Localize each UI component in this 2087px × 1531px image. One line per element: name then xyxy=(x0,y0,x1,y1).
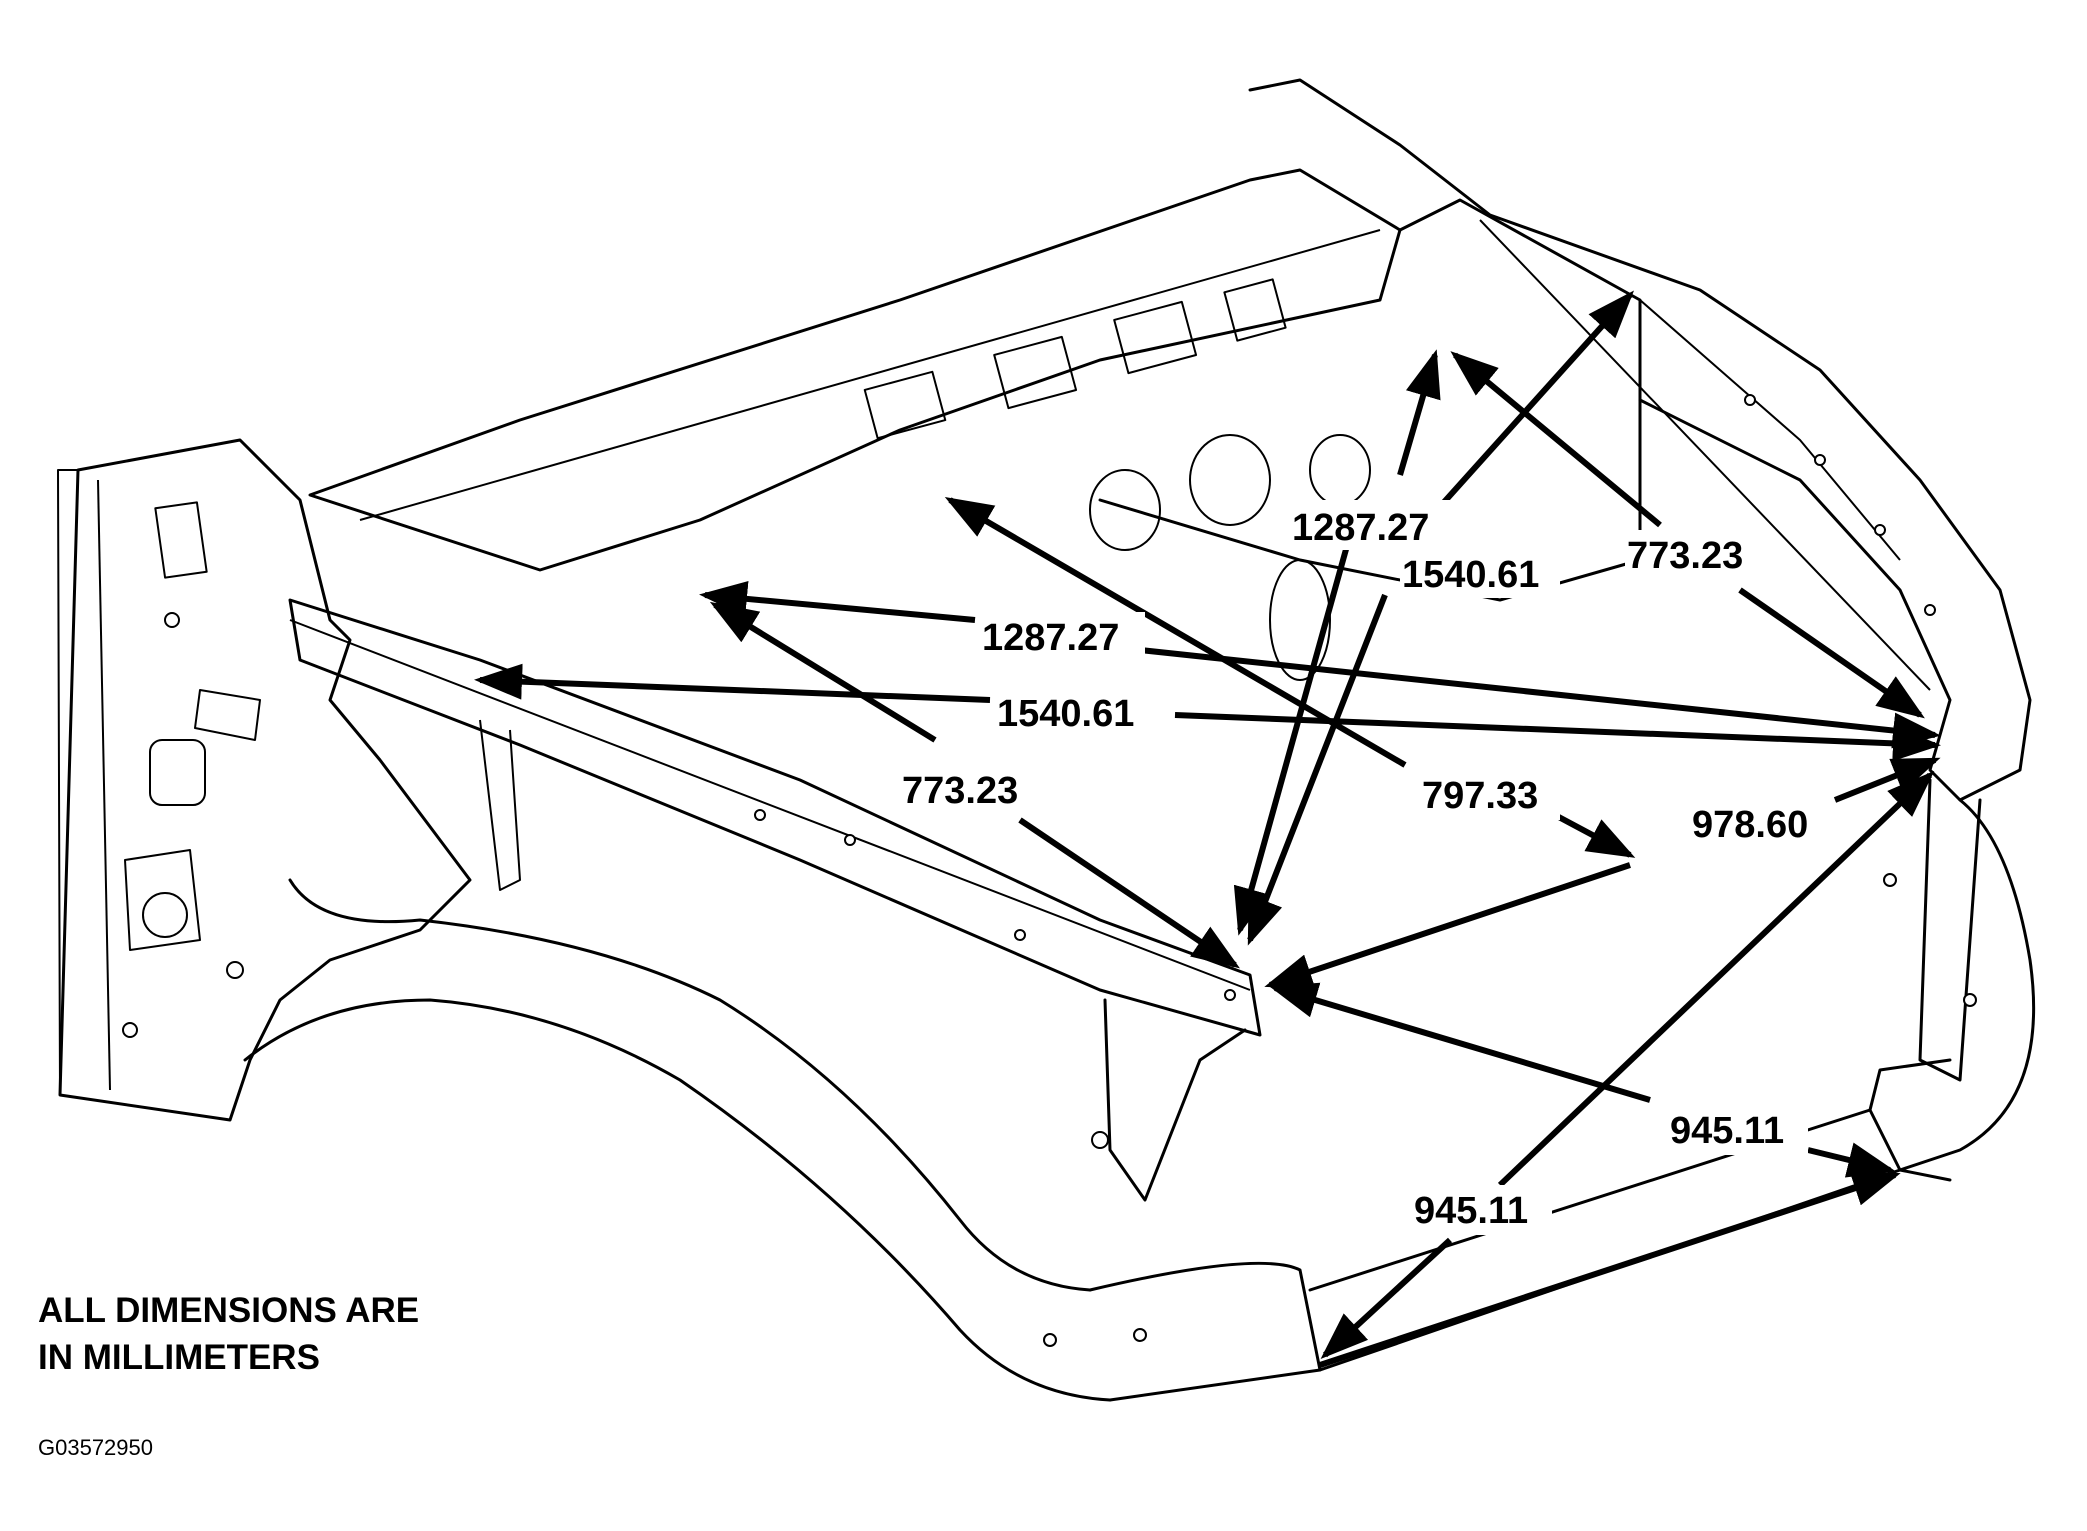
dim-arrow-945-11-upper xyxy=(1269,982,1651,1103)
dim-arrow-1540-61-left-right xyxy=(1174,712,1941,762)
dim-arrow-978-60 xyxy=(1264,862,1631,989)
dim-arrow-797-33-low xyxy=(1553,812,1636,858)
dim-arrow-773-23-left-low xyxy=(1018,817,1240,969)
dim-label-1287-27-left: 1287.27 xyxy=(982,617,1119,659)
units-note-line-2: IN MILLIMETERS xyxy=(38,1338,320,1377)
dim-arrow-773-23-right xyxy=(1450,351,1662,528)
vehicle-front-structure xyxy=(57,78,2036,1402)
dim-arrow-797-33 xyxy=(944,496,1407,768)
dim-label-1287-27-right: 1287.27 xyxy=(1292,507,1429,549)
dim-arrow-978-60-right xyxy=(1833,757,1941,803)
dim-arrow-1287-27-right xyxy=(1397,349,1441,476)
dim-arrow-945-11-upper-right xyxy=(1807,1142,1896,1178)
dim-line-945-11-bumper xyxy=(1319,1171,1901,1368)
dim-arrow-945-11-lower xyxy=(1497,770,1935,1188)
dim-arrow-1540-61-right xyxy=(1407,290,1635,543)
figure-id: G03572950 xyxy=(38,1435,153,1460)
dimension-labels: 1287.27 1540.61 773.23 1287.27 1540.61 7… xyxy=(900,500,1830,1235)
dim-arrow-1287-27-left xyxy=(699,580,976,623)
units-note-line-1: ALL DIMENSIONS ARE xyxy=(38,1291,420,1330)
dim-label-773-23-left: 773.23 xyxy=(902,770,1018,812)
dim-label-773-23-right: 773.23 xyxy=(1627,535,1743,577)
dim-arrow-1287-27-right-low xyxy=(1233,534,1353,936)
dim-arrow-773-23-right-low xyxy=(1738,587,1925,719)
dimension-arrows xyxy=(474,290,1941,1368)
dim-label-945-11-upper: 945.11 xyxy=(1670,1110,1784,1152)
dim-label-1540-61-left: 1540.61 xyxy=(997,693,1134,735)
dim-arrow-1540-61-right-low xyxy=(1247,593,1388,946)
dim-arrow-773-23-left xyxy=(709,601,937,743)
dim-arrow-1540-61-left xyxy=(474,663,991,703)
dim-label-797-33: 797.33 xyxy=(1422,775,1538,817)
dim-label-1540-61-right: 1540.61 xyxy=(1402,554,1539,596)
dim-arrow-1287-27-left-right xyxy=(1139,647,1941,749)
dim-arrow-945-11-lower-left xyxy=(1320,1237,1453,1360)
dim-label-945-11-lower: 945.11 xyxy=(1414,1190,1528,1232)
units-note: ALL DIMENSIONS ARE IN MILLIMETERS xyxy=(38,1287,419,1381)
dim-label-978-60: 978.60 xyxy=(1692,804,1808,846)
